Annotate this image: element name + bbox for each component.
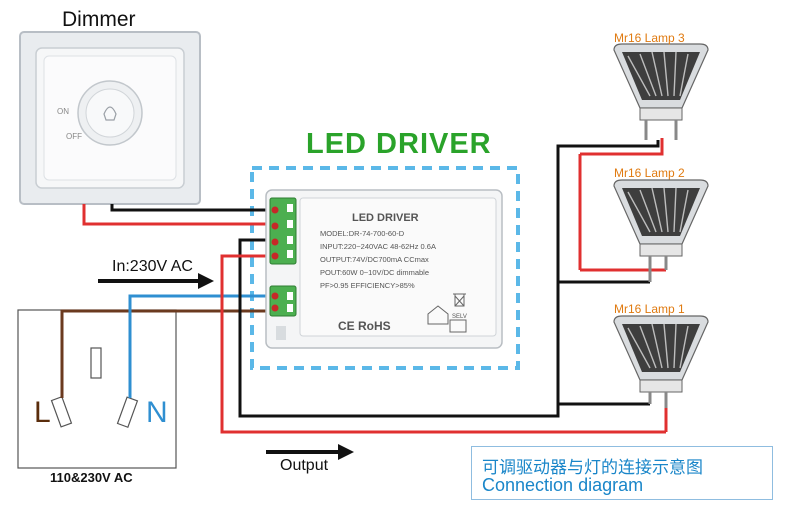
- caption-box: 可调驱动器与灯的连接示意图 Connection diagram: [471, 446, 773, 500]
- mains-socket: [17, 309, 177, 469]
- driver-spec-input: INPUT:220~240VAC 48-62Hz 0.6A: [320, 242, 436, 251]
- driver-spec-power: POUT:60W 0~10V/DC dimmable: [320, 268, 429, 277]
- driver-cert-label: CE RoHS: [338, 319, 391, 333]
- input-arrow: [98, 273, 214, 289]
- output-arrow: [266, 444, 354, 460]
- lamp1-label: Mr16 Lamp 1: [614, 302, 685, 316]
- lamp3-red-wire: [580, 138, 664, 156]
- dimmer-off-label: OFF: [66, 132, 82, 141]
- dimmer-wire-black: [110, 204, 272, 212]
- driver-spec-efficiency: PF>0.95 EFFICIENCY>85%: [320, 281, 415, 290]
- dimmer-on-label: ON: [57, 107, 69, 116]
- terminal-n-label: N: [146, 396, 168, 429]
- driver-spec-model: MODEL:DR-74-700-60-D: [320, 229, 405, 238]
- output-negative-wire: [238, 140, 660, 418]
- mr16-lamp-1: [613, 315, 709, 408]
- driver-label-title: LED DRIVER: [352, 212, 419, 224]
- driver-symbols: [427, 293, 467, 333]
- driver-spec-output: OUTPUT:74V/DC700mA CCmax: [320, 255, 429, 264]
- driver-terminal-block-top[interactable]: [269, 197, 297, 265]
- wires: [60, 138, 668, 434]
- output-label: Output: [280, 457, 329, 474]
- driver-selv-label: SELV: [452, 314, 467, 320]
- dimmer-wire-red: [82, 204, 272, 226]
- lamp3-label: Mr16 Lamp 3: [614, 31, 685, 45]
- dimmer-title: Dimmer: [62, 8, 136, 31]
- mr16-lamp-2: [613, 179, 709, 282]
- led-driver-box: [265, 189, 503, 349]
- socket-l-slot: [50, 396, 73, 428]
- terminal-l-label: L: [34, 396, 51, 429]
- mr16-lamp-3: [613, 43, 709, 140]
- dimmer-knob[interactable]: [77, 80, 143, 146]
- output-positive-wire: [220, 254, 666, 434]
- input-label: In:230V AC: [112, 258, 193, 275]
- driver-title: LED DRIVER: [306, 128, 492, 160]
- socket-voltage-label: 110&230V AC: [50, 470, 133, 485]
- neutral-wire: [128, 294, 272, 398]
- driver-dashed-outline: [250, 166, 520, 370]
- caption-chinese: 可调驱动器与灯的连接示意图: [482, 458, 703, 477]
- live-wire: [60, 309, 272, 398]
- caption-english: Connection diagram: [482, 475, 644, 495]
- socket-n-slot: [116, 396, 139, 428]
- lamp2-label: Mr16 Lamp 2: [614, 166, 685, 180]
- socket-earth-slot: [90, 347, 102, 379]
- driver-terminal-block-bottom[interactable]: [269, 285, 297, 317]
